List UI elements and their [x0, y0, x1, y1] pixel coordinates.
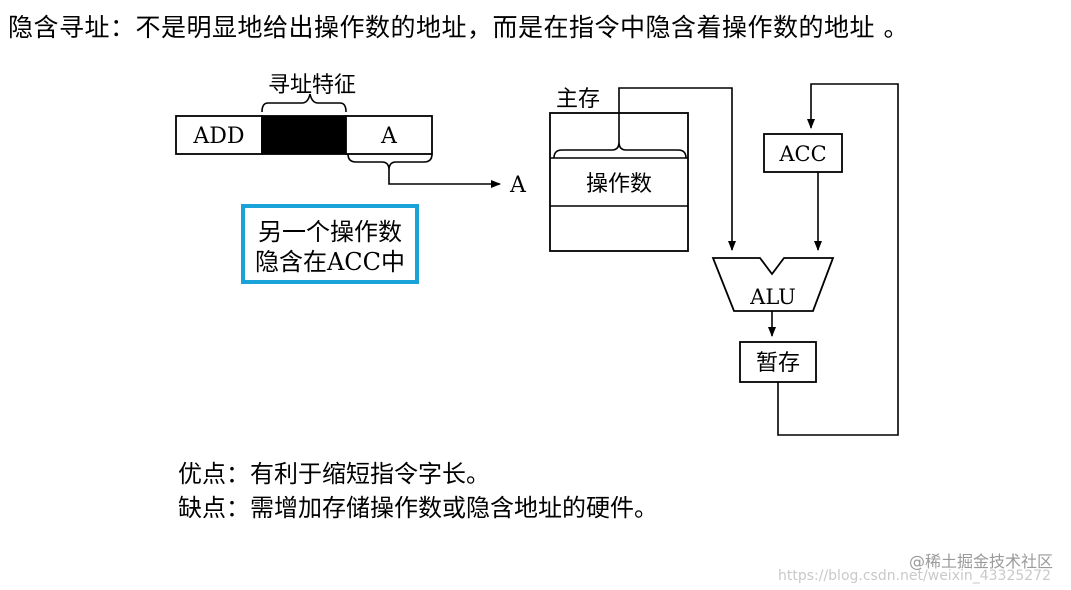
operand-cell-text: 操作数 [586, 172, 652, 197]
watermark-url: https://blog.csdn.net/weixin_43325272 [777, 568, 1051, 584]
opcode-field [175, 115, 263, 155]
temp-text: 暂存 [756, 351, 800, 376]
address-brace [347, 153, 433, 171]
address-field [345, 115, 433, 155]
memory-to-alu-line [618, 87, 736, 251]
alu [711, 257, 835, 312]
alu-text: ALU [749, 285, 796, 309]
feature-label: 寻址特征 [268, 73, 356, 98]
address-field-text: A [380, 124, 398, 149]
address-arrow [388, 170, 501, 188]
note-box [241, 204, 419, 284]
disadvantages-text: 缺点：需增加存储操作数或隐含地址的硬件。 [178, 494, 658, 522]
heading-text: 隐含寻址：不是明显地给出操作数的地址，而是在指令中隐含着操作数的地址 。 [8, 13, 909, 42]
advantages-text: 优点：有利于缩短指令字长。 [178, 460, 490, 488]
acc-text: ACC [778, 142, 826, 166]
feature-brace [261, 93, 347, 113]
memory-label: 主存 [556, 87, 600, 112]
opcode-text: ADD [192, 124, 244, 149]
feedback-line [777, 83, 899, 436]
address-target-text: A [509, 173, 527, 198]
acc-register [763, 133, 843, 173]
note-line1: 另一个操作数 [258, 218, 402, 246]
temp-register [739, 341, 817, 383]
watermark-brand: @稀土掘金技术社区 [908, 552, 1053, 571]
note-line2: 隐含在ACC中 [255, 248, 405, 276]
feature-field [261, 115, 347, 155]
